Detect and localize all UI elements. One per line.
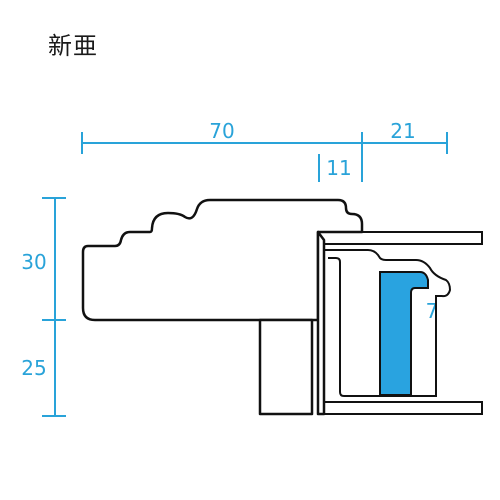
glass-insert: [379, 271, 429, 396]
dim-label-30: 30: [21, 250, 46, 274]
moulding-body: [81, 198, 364, 322]
frame-channel: [318, 231, 483, 415]
dim-label-21-top: 21: [390, 119, 415, 143]
inner-wall: [316, 230, 326, 416]
channel-inner-profile: [324, 249, 452, 397]
channel-bottom-rail: [318, 401, 483, 415]
dim-label-11: 11: [326, 156, 351, 180]
dim-label-25: 25: [21, 356, 46, 380]
frame-outline: [81, 198, 364, 416]
dimension-lines: [42, 132, 448, 417]
channel-top-rail: [318, 231, 483, 245]
dim-label-70: 70: [209, 119, 234, 143]
moulding-leg: [258, 318, 314, 416]
product-title: 新亜: [48, 32, 98, 60]
